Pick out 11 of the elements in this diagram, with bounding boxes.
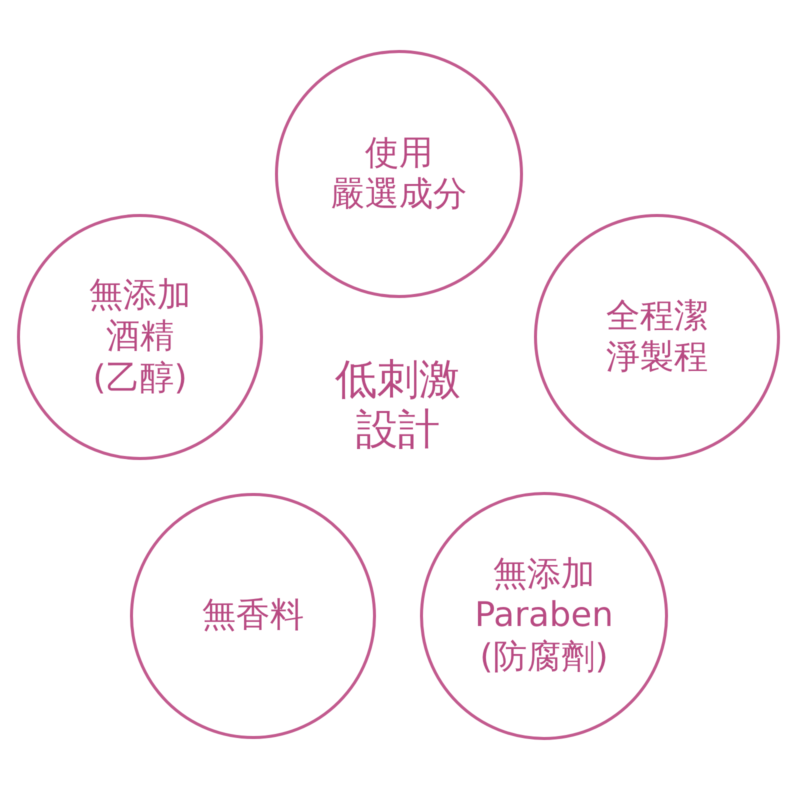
feature-circle <box>420 492 668 740</box>
feature-circle <box>130 493 376 739</box>
feature-label: 使用嚴選成分 <box>331 132 467 216</box>
feature-label: 全程潔淨製程 <box>606 296 708 378</box>
feature-label: 無香料 <box>202 595 304 637</box>
feature-label: 無添加Paraben(防腐劑) <box>474 554 614 678</box>
feature-label: 無添加酒精(乙醇) <box>89 274 191 400</box>
feature-circle <box>275 50 523 298</box>
feature-circle <box>17 214 263 460</box>
center-heading: 低刺激設計 <box>335 354 461 456</box>
feature-circle <box>534 214 780 460</box>
